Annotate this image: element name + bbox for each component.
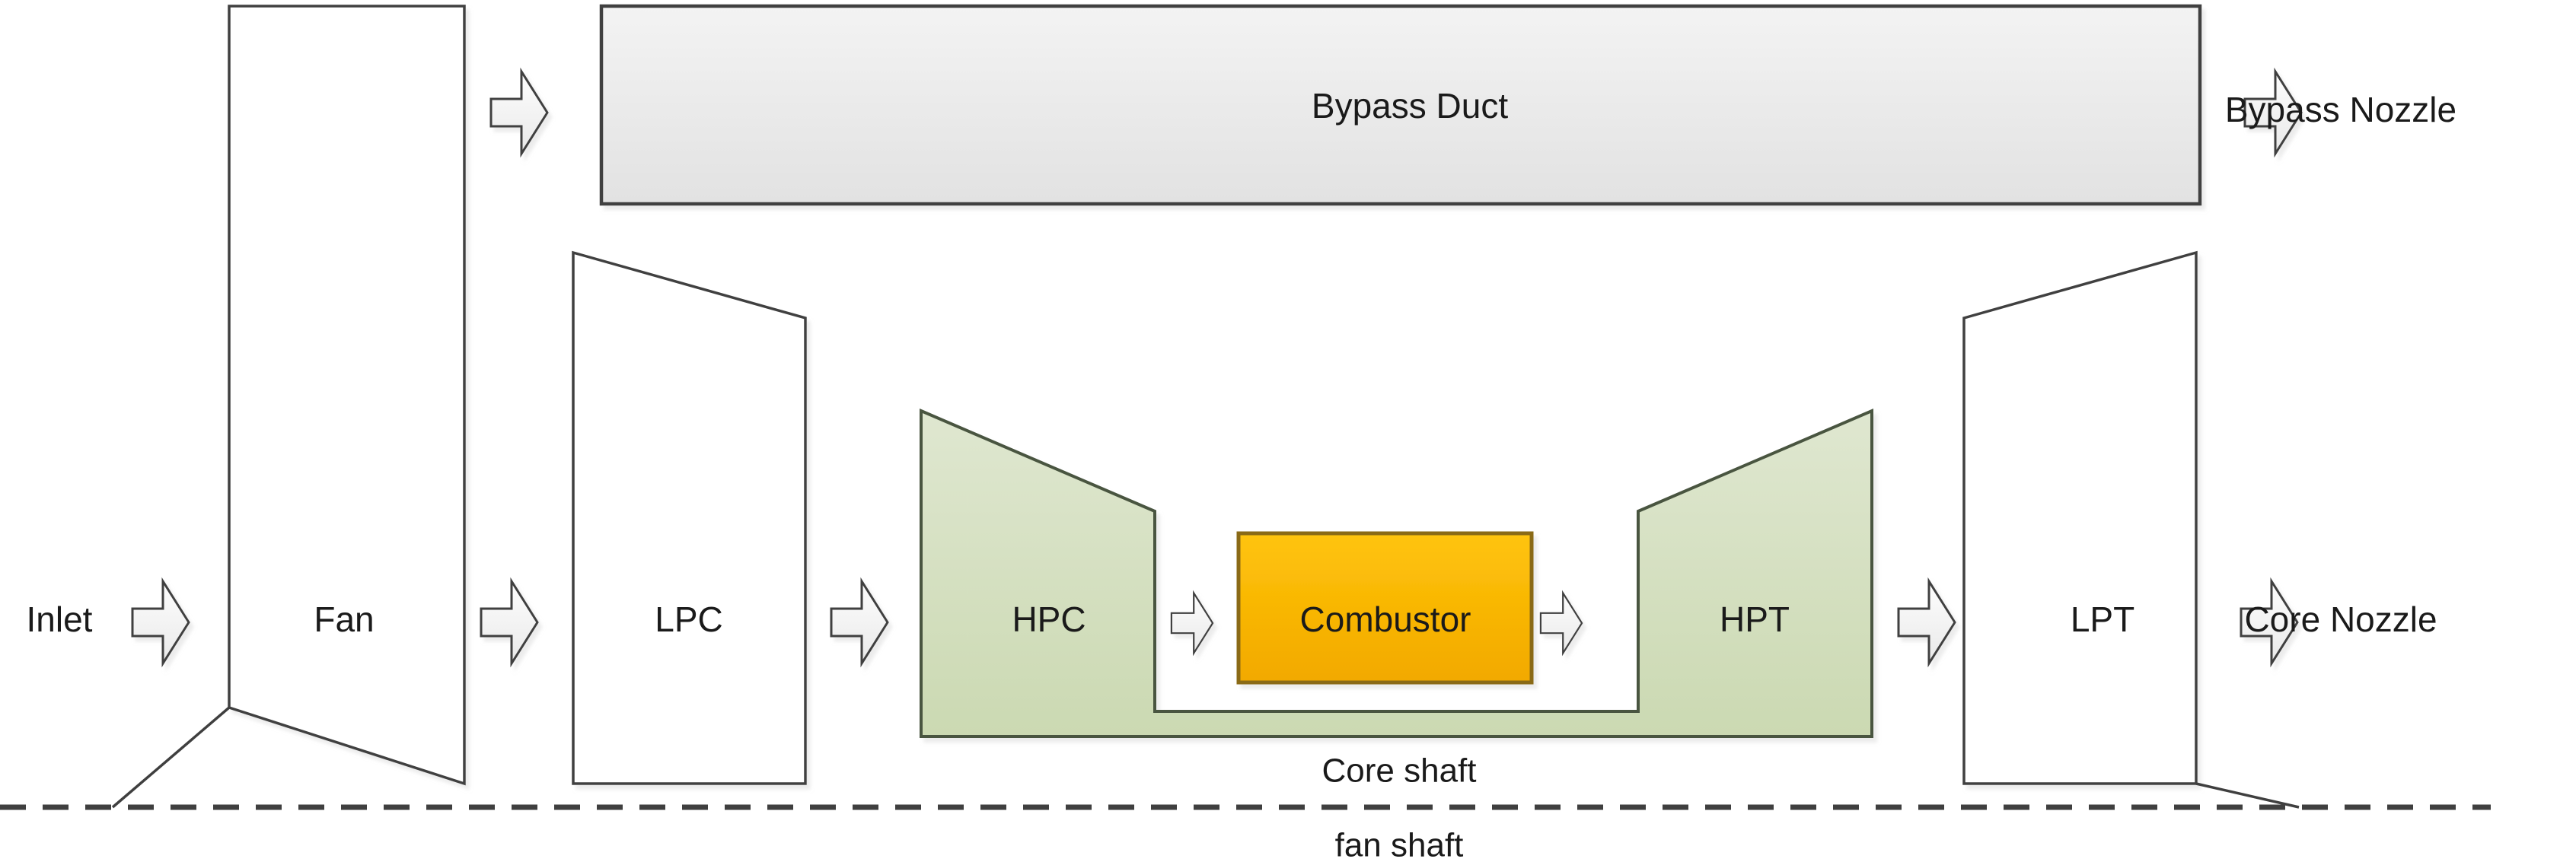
label-inlet: Inlet	[27, 600, 93, 639]
label-lpt: LPT	[2071, 600, 2134, 639]
flow-arrow-hpt-to-lpt[interactable]	[1897, 580, 1956, 665]
bypass-duct-shape[interactable]	[599, 4, 2202, 206]
flow-arrow-lpc-to-hpc[interactable]	[830, 580, 889, 665]
flow-arrow-inlet-to-fan[interactable]	[131, 580, 190, 665]
combustor-shape[interactable]	[1236, 531, 1534, 685]
flow-arrow-fan-to-bypass-duct[interactable]	[489, 70, 549, 155]
flow-arrow-hpc-to-combustor[interactable]	[1170, 592, 1214, 654]
flow-arrow-fan-to-lpc[interactable]	[480, 580, 539, 665]
lpc-shape[interactable]	[572, 250, 807, 785]
flow-arrow-combustor-to-hpt[interactable]	[1539, 592, 1583, 654]
lpt-shape[interactable]	[1962, 250, 2198, 785]
label-lpc: LPC	[655, 600, 722, 639]
label-hpt: HPT	[1720, 600, 1790, 639]
core-nozzle-lip-line	[2195, 782, 2300, 809]
label-fan-shaft: fan shaft	[1335, 827, 1464, 862]
label-fan: Fan	[314, 600, 374, 639]
label-core-nozzle: Core Nozzle	[2244, 600, 2437, 639]
label-bypass-duct: Bypass Duct	[1312, 86, 1508, 126]
label-core-shaft: Core shaft	[1322, 752, 1477, 790]
label-hpc: HPC	[1012, 600, 1086, 639]
core-shaft-body[interactable]	[920, 408, 1873, 738]
inlet-lip-line	[111, 706, 231, 809]
label-combustor: Combustor	[1300, 600, 1471, 639]
fan-shape[interactable]	[228, 5, 466, 786]
label-bypass-nozzle: Bypass Nozzle	[2225, 90, 2456, 129]
